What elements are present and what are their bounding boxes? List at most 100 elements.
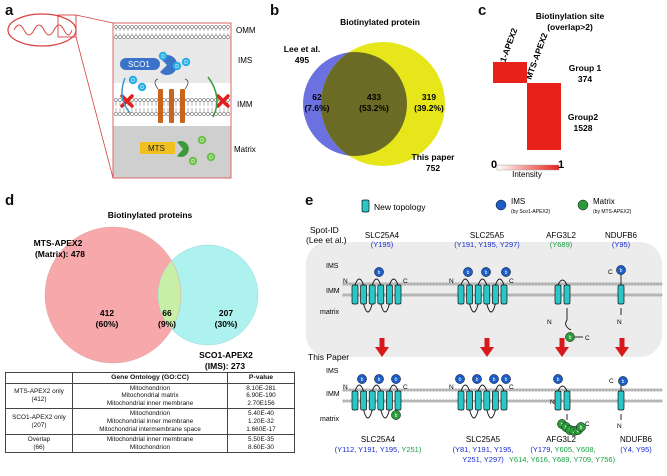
bottom-protein-sites: (Y112, Y191, Y195,Y251) [335, 445, 422, 454]
matrix-site-dot-label: b [569, 335, 572, 341]
top-protein-name: SLC25A4 [365, 231, 400, 240]
go-term: Mitochondrion [129, 443, 171, 451]
go-term: Mitochondrial inner membrane [106, 436, 194, 444]
topology-drawings: NCbNCbbbbNCbCNNCbbbbNCbbbbbbbbbbbNCbCN [343, 265, 628, 436]
zoom-line-bottom [75, 36, 114, 179]
biotin-dot-label: D [184, 60, 188, 66]
legend-matrix-sub: (by MTS-APEX2) [593, 209, 632, 215]
loop [486, 303, 496, 313]
ims-site-dot [374, 374, 384, 384]
ims-site-dot-label: b [395, 377, 398, 383]
go-pvalue: 2.70E156 [247, 399, 275, 407]
ims-site-dot-label: b [622, 379, 625, 385]
biotin-dot-label: D [191, 159, 195, 165]
venn-d-left-name: MTS-APEX2 [34, 238, 83, 248]
loop [363, 409, 373, 419]
terminus-label: C [585, 421, 590, 428]
matrix-site-dot-label: b [577, 428, 580, 434]
venn-b-overlap-pct: (53.2%) [359, 103, 389, 113]
red-arrow-shaft [559, 338, 565, 348]
top-ims-label: IMS [326, 263, 339, 270]
ims-site-dot-label: b [476, 377, 479, 383]
venn-d-overlap-count: 66 [162, 308, 172, 318]
matrix-site-dot [576, 422, 586, 432]
venn-b-left-total: 495 [295, 55, 309, 65]
go-header-group [5, 372, 73, 384]
ims-site-dot-label: b [485, 270, 488, 276]
tm-helix [563, 284, 571, 305]
loop [494, 384, 505, 392]
loop [469, 409, 479, 419]
top-protein-sites: (Y95) [612, 240, 631, 249]
terminus-label: N [343, 278, 348, 285]
tm-helix [368, 284, 376, 305]
go-group: SCO1-APEX2 only [12, 414, 66, 422]
go-pvalue: 1.660E-17 [246, 425, 276, 433]
biotin-dot [188, 156, 198, 166]
tm-helix [394, 390, 402, 411]
tm-helix [386, 390, 393, 411]
venn-b-left-only: 62 [312, 92, 322, 102]
venn-d-title: Biotinylated proteins [108, 210, 193, 220]
panel-label-d: d [5, 192, 15, 209]
tm-helix [386, 284, 393, 305]
imm-helices [158, 89, 185, 123]
scale-max: 1 [558, 159, 564, 171]
terminus-label: C [403, 384, 408, 391]
loop [371, 384, 382, 392]
mts-label: MTS [148, 144, 165, 153]
heatmap-col2: MTS-APEX2 [523, 31, 549, 80]
venn-b-right-only: 319 [422, 92, 436, 102]
spot-id-sub: (Lee et al.) [306, 235, 347, 245]
bottom-ims-label: IMS [326, 368, 339, 375]
ims-site-dot-label: b [557, 377, 560, 383]
tm-helix [492, 284, 499, 305]
panel-d-venn: Biotinylated proteins MTS-APEX2 (Matrix)… [34, 210, 259, 371]
loop [469, 303, 479, 313]
tm-helix [377, 284, 385, 305]
tm-helix [360, 390, 367, 411]
loop [388, 278, 399, 286]
venn-b-left-name: Lee et al. [284, 44, 320, 54]
ims-site-dot-label: b [467, 270, 470, 276]
go-term: Mitochondrial inner membrane [106, 417, 194, 425]
tm-helix [457, 284, 465, 305]
biotin-dot [158, 51, 168, 61]
venn-b-title: Biotinylated protein [340, 17, 420, 27]
ims-site-dot [357, 374, 367, 384]
go-term: Mitochondrial matrix [121, 392, 179, 400]
terminus-label: N [617, 423, 622, 430]
tm-helix [351, 284, 359, 305]
top-imm-label: IMM [326, 288, 340, 295]
venn-d-right-name: SCO1-APEX2 [199, 350, 253, 360]
ims-site-dot [481, 267, 491, 277]
group2-count: 1528 [574, 123, 593, 133]
ims-site-dot [472, 374, 482, 384]
biotin-dot [181, 57, 191, 67]
terminus-label: N [449, 384, 454, 391]
tm-helix [500, 284, 508, 305]
tm-helix [483, 284, 491, 305]
go-term: Mitochondrial inner membrane [106, 399, 194, 407]
go-table: Gene Ontology (GO:CC) P-value MTS-APEX2 … [5, 372, 295, 454]
go-term: Mitochondrion [129, 384, 171, 392]
zoom-line-top [75, 14, 114, 24]
tm-helix [474, 284, 482, 305]
tm-helix [617, 284, 625, 305]
heatmap-group1-cell [493, 62, 527, 83]
go-term: Mitochondrial intermembrane space [99, 425, 201, 433]
sco1-label: SCO1 [128, 60, 150, 69]
biotin-dot-label: D [200, 138, 204, 144]
tm-helix [394, 284, 402, 305]
panel-b-venn: Biotinylated protein Lee et al. 495 62 (… [284, 17, 455, 173]
tm-helix [474, 390, 482, 411]
bottom-protein-sites: Y251, Y297) [462, 455, 504, 464]
sco1-protein [120, 54, 178, 75]
go-header-term: Gene Ontology (GO:CC) [72, 372, 228, 384]
go-group-count: (66) [33, 443, 45, 451]
go-group-count: (207) [31, 421, 47, 429]
bottom-protein-name: AFG3L2 [546, 435, 576, 444]
biotin-dot [128, 75, 138, 85]
new-topology-icon [361, 199, 370, 213]
